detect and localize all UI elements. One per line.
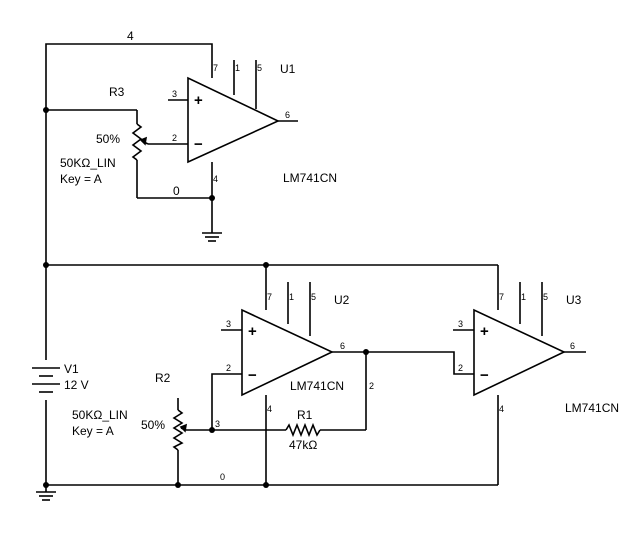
u1-ground-symbol <box>202 232 222 242</box>
r2-setting-label: 50% <box>141 418 165 432</box>
u1-part-label: LM741CN <box>283 171 337 185</box>
r2-value-label: 50KΩ_LIN <box>72 408 128 422</box>
u1-opamp-triangle <box>187 76 280 164</box>
u3-pin2-label: 2 <box>458 363 463 373</box>
u1-pin7-label: 7 <box>213 63 218 73</box>
u2-pin7-label: 7 <box>267 292 272 302</box>
junction-dot <box>43 107 49 113</box>
junction-dot <box>175 482 181 488</box>
u2-pin3-label: 3 <box>226 319 231 329</box>
r2-key-label: Key = A <box>72 424 114 438</box>
u1-pin4-label: 4 <box>213 174 218 184</box>
junction-dot <box>43 262 49 268</box>
u2-pin4-label: 4 <box>267 404 272 414</box>
junction-dot <box>363 349 369 355</box>
u3-pin4-label: 4 <box>499 404 504 414</box>
u3-part-label: LM741CN <box>565 401 619 415</box>
junction-dot <box>209 195 215 201</box>
u1-ref-label: U1 <box>280 62 296 76</box>
u2-part-label: LM741CN <box>290 379 344 393</box>
r3-setting-label: 50% <box>96 132 120 146</box>
r3-ref-label: R3 <box>109 85 125 99</box>
u2-pin1-label: 1 <box>289 292 294 302</box>
main-wiring <box>45 264 586 492</box>
r2-potentiometer <box>172 409 188 451</box>
u2-pin6-label: 6 <box>340 341 345 351</box>
junction-dot <box>209 427 215 433</box>
net-label-4-top: 4 <box>127 29 134 43</box>
u2-opamp-triangle <box>241 308 334 397</box>
u3-pin5-label: 5 <box>543 292 548 302</box>
u2-plus-sign: + <box>248 323 257 340</box>
u3-pin7-label: 7 <box>499 292 504 302</box>
u2-pin5-label: 5 <box>311 292 316 302</box>
u3-pin6-label: 6 <box>570 341 575 351</box>
net-label-0-top: 0 <box>173 184 180 198</box>
u3-pin1-label: 1 <box>521 292 526 302</box>
u3-opamp-triangle <box>473 308 566 397</box>
u1-pin5-label: 5 <box>257 63 262 73</box>
u1-pin2-label: 2 <box>172 133 177 143</box>
v1-value-label: 12 V <box>64 378 89 392</box>
u1-pin3-label: 3 <box>172 89 177 99</box>
v1-ref-label: V1 <box>64 362 79 376</box>
u3-minus-sign: − <box>480 367 489 384</box>
u2-pin2-label: 2 <box>226 363 231 373</box>
net-label-2: 2 <box>369 381 374 391</box>
u3-plus-sign: + <box>480 323 489 340</box>
u3-ref-label: U3 <box>566 293 582 307</box>
u2-minus-sign: − <box>248 367 257 384</box>
v1-battery <box>30 360 62 400</box>
r2-ref-label: R2 <box>155 371 171 385</box>
u1-pin1-label: 1 <box>235 63 240 73</box>
u1-plus-sign: + <box>194 92 203 109</box>
u3-pin3-label: 3 <box>458 319 463 329</box>
u1-pin6-label: 6 <box>285 110 290 120</box>
net-label-0-bottom: 0 <box>220 472 225 482</box>
junction-dot <box>263 482 269 488</box>
r1-value-label: 47kΩ <box>289 438 317 452</box>
r3-potentiometer <box>131 123 149 161</box>
u2-ref-label: U2 <box>334 293 350 307</box>
r3-value-label: 50KΩ_LIN <box>60 156 116 170</box>
junction-dot <box>263 262 269 268</box>
junction-dot <box>43 482 49 488</box>
r1-ref-label: R1 <box>297 408 313 422</box>
r1-resistor <box>285 422 321 438</box>
net-label-3: 3 <box>215 419 220 429</box>
ground-symbol <box>36 491 56 501</box>
r3-key-label: Key = A <box>60 172 102 186</box>
u1-minus-sign: − <box>194 136 203 153</box>
